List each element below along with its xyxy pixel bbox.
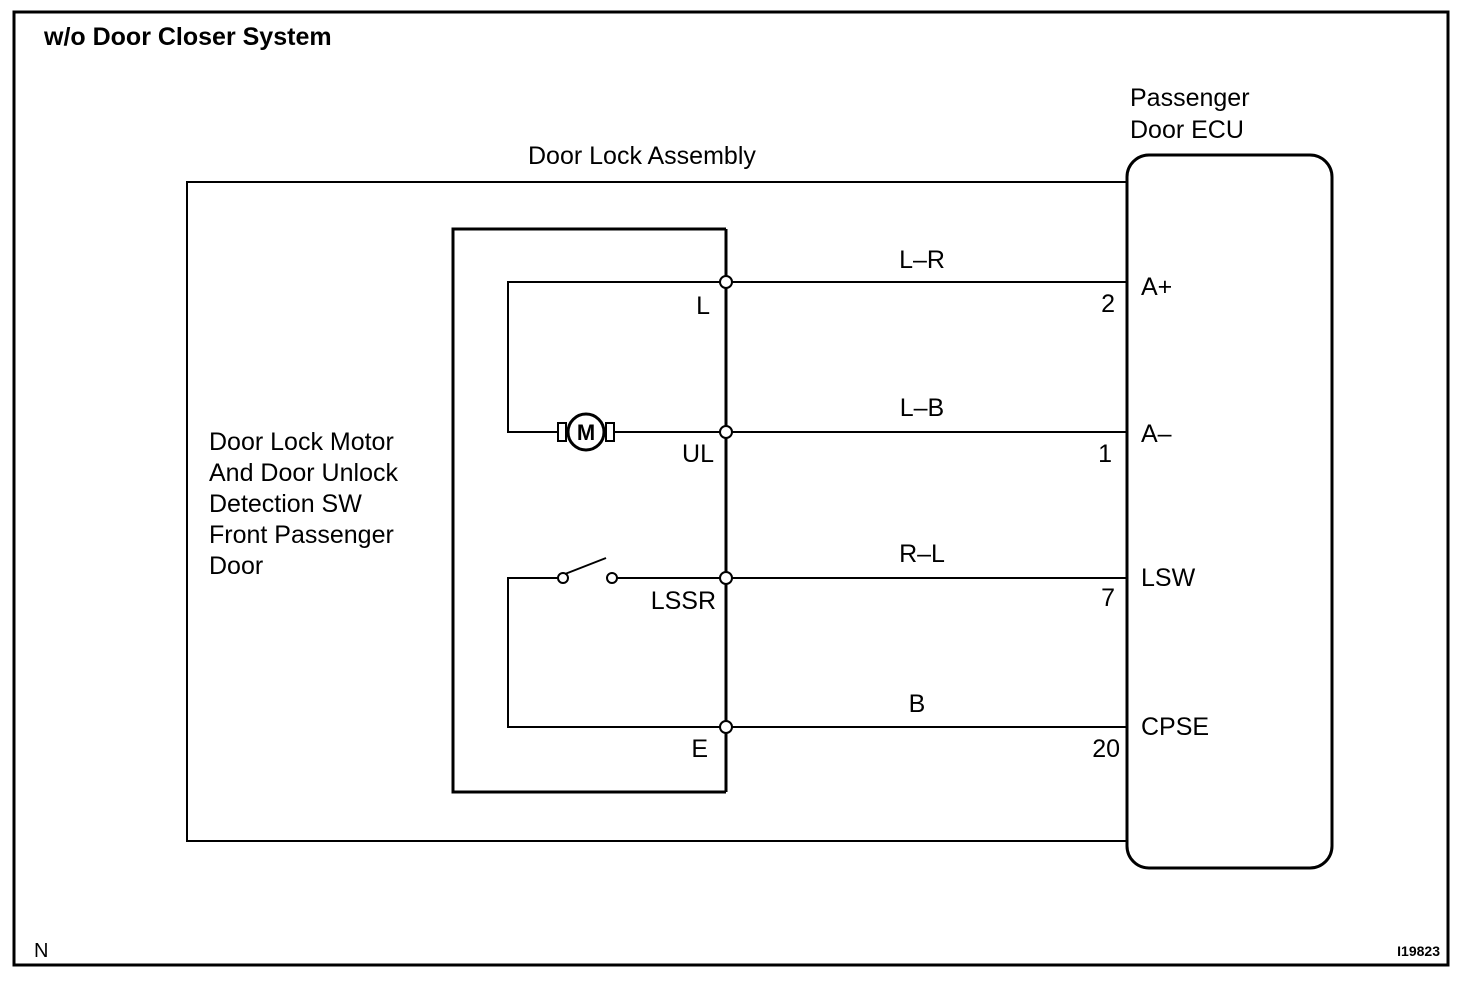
motor-label-line-3: Detection SW bbox=[209, 490, 362, 518]
circuit-lssr: LSSR R–L 7 LSW bbox=[651, 540, 1196, 615]
terminal-label-lssr: LSSR bbox=[651, 587, 716, 615]
motor-label-line-4: Front Passenger bbox=[209, 521, 394, 549]
corner-code-left: N bbox=[34, 940, 48, 962]
wire-color-b: B bbox=[909, 690, 926, 718]
ecu-label-line-1: Passenger bbox=[1130, 84, 1250, 112]
motor-icon: M bbox=[557, 412, 615, 452]
motor-label-line-5: Door bbox=[209, 552, 263, 580]
ecu-terminal-lsw: LSW bbox=[1141, 564, 1196, 592]
pin-7: 7 bbox=[1101, 584, 1115, 612]
terminal-label-l: L bbox=[696, 292, 710, 320]
motor-loop-wire bbox=[507, 281, 726, 433]
motor-label-line-2: And Door Unlock bbox=[209, 459, 398, 487]
corner-code-right: I19823 bbox=[1397, 943, 1440, 959]
circuit-l: L L–R 2 A+ bbox=[696, 246, 1172, 320]
wire-color-l-r: L–R bbox=[899, 246, 945, 274]
page-border bbox=[12, 10, 1450, 967]
switch-loop-wire bbox=[507, 577, 726, 728]
terminal-label-ul: UL bbox=[682, 440, 714, 468]
component-box bbox=[451, 227, 726, 794]
ecu-terminal-a-plus: A+ bbox=[1141, 273, 1172, 301]
wire-color-l-b: L–B bbox=[900, 394, 944, 422]
ecu-terminal-a-minus: A– bbox=[1141, 420, 1172, 448]
motor-label-line-1: Door Lock Motor bbox=[209, 428, 394, 456]
switch-icon bbox=[557, 557, 618, 584]
diagram-title: w/o Door Closer System bbox=[43, 23, 332, 51]
wire-color-r-l: R–L bbox=[899, 540, 945, 568]
motor-symbol: M bbox=[577, 420, 595, 445]
passenger-door-ecu-box bbox=[1125, 153, 1334, 870]
circuit-ul: UL L–B 1 A– bbox=[682, 394, 1172, 468]
pin-1: 1 bbox=[1098, 440, 1112, 468]
pin-2: 2 bbox=[1101, 290, 1115, 318]
door-lock-assembly-box bbox=[186, 181, 1128, 842]
door-lock-assembly-label: Door Lock Assembly bbox=[528, 142, 756, 170]
terminal-label-e: E bbox=[691, 735, 708, 763]
ecu-label-line-2: Door ECU bbox=[1130, 116, 1244, 144]
circuit-e: E B 20 CPSE bbox=[691, 690, 1209, 763]
pin-20: 20 bbox=[1092, 735, 1120, 763]
ecu-terminal-cpse: CPSE bbox=[1141, 713, 1209, 741]
